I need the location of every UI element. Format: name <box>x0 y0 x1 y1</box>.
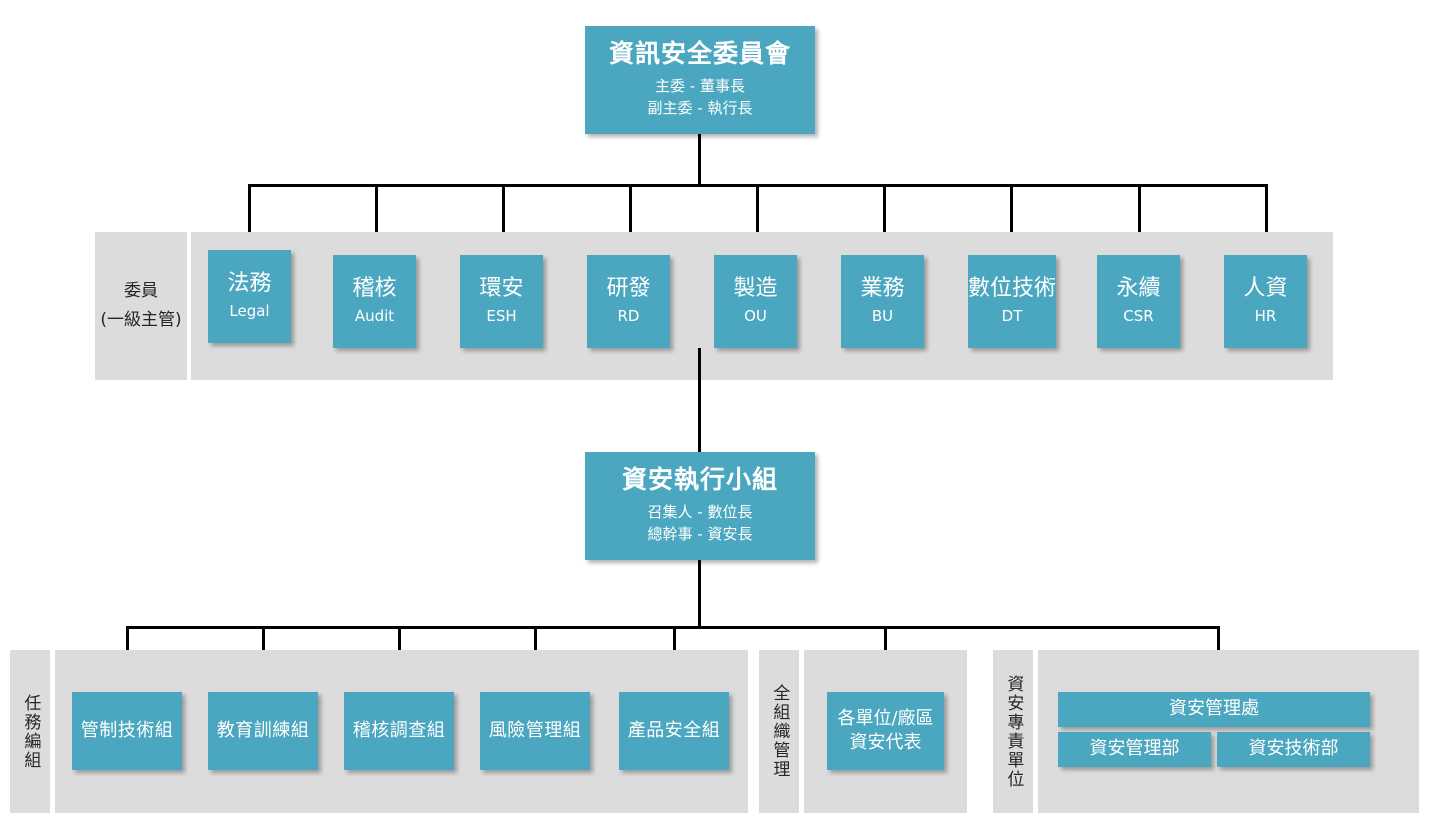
node-information-security-committee[interactable]: 資訊安全委員會 主委 - 董事長 副主委 - 執行長 <box>585 26 815 134</box>
node-security-technology-dept-label: 資安技術部 <box>1248 738 1339 760</box>
node-ou[interactable]: 製造 OU <box>714 255 797 348</box>
node-hr-en: HR <box>1254 306 1277 325</box>
node-security-management-dept-label: 資安管理部 <box>1089 738 1180 760</box>
node-ou-cn: 製造 <box>733 276 778 302</box>
node-bu[interactable]: 業務 BU <box>841 255 924 348</box>
panel-dedicated-security-unit <box>1038 650 1419 813</box>
label-committee-line-1: 委員 <box>124 281 158 302</box>
exec-role-secretary: 總幹事 - 資安長 <box>647 524 753 543</box>
label-dedicated-security-unit-text: 資安專責單位 <box>1003 674 1024 789</box>
connector-drop-csr <box>1138 184 1141 252</box>
node-audit-en: Audit <box>354 306 395 325</box>
node-audit-investigation-group-label: 稽核調查組 <box>352 719 446 741</box>
node-rd-en: RD <box>617 306 640 325</box>
connector-drop-rd <box>629 184 632 252</box>
node-esh-cn: 環安 <box>479 276 524 302</box>
node-ou-en: OU <box>744 306 767 325</box>
label-committee-members: 委員 (一級主管) <box>95 232 187 380</box>
node-dt-en: DT <box>1001 306 1023 325</box>
node-hr[interactable]: 人資 HR <box>1224 255 1307 348</box>
node-education-training-group[interactable]: 教育訓練組 <box>208 692 318 770</box>
label-committee-line-2: (一級主管) <box>100 310 182 330</box>
node-audit-investigation-group[interactable]: 稽核調查組 <box>344 692 454 770</box>
node-risk-management-group-label: 風險管理組 <box>488 719 582 741</box>
connector-committee-to-exec <box>698 348 701 452</box>
label-dedicated-security-unit: 資安專責單位 <box>993 650 1033 813</box>
node-security-technology-dept[interactable]: 資安技術部 <box>1217 732 1370 767</box>
exec-title: 資安執行小組 <box>621 465 778 495</box>
connector-drop-dt <box>1010 184 1013 252</box>
connector-drop-bu <box>883 184 886 252</box>
committee-title: 資訊安全委員會 <box>608 39 791 69</box>
node-legal[interactable]: 法務 Legal <box>208 250 291 343</box>
node-risk-management-group[interactable]: 風險管理組 <box>480 692 590 770</box>
node-legal-en: Legal <box>229 301 270 320</box>
connector-exec-to-bus <box>698 560 701 628</box>
node-bu-cn: 業務 <box>860 276 905 302</box>
node-csr[interactable]: 永續 CSR <box>1097 255 1180 348</box>
node-legal-cn: 法務 <box>227 271 272 297</box>
exec-role-convener: 召集人 - 數位長 <box>647 503 753 522</box>
node-rd-cn: 研發 <box>606 276 651 302</box>
label-org-wide-management: 全組織管理 <box>759 650 799 813</box>
node-csr-cn: 永續 <box>1116 276 1161 302</box>
node-security-management-dept[interactable]: 資安管理部 <box>1058 732 1211 767</box>
node-education-training-group-label: 教育訓練組 <box>216 719 310 741</box>
connector-drop-hr <box>1265 184 1268 252</box>
node-dt[interactable]: 數位技術 DT <box>968 255 1056 348</box>
node-hr-cn: 人資 <box>1243 276 1288 302</box>
committee-role-vice-chair: 副主委 - 執行長 <box>647 98 753 117</box>
node-dt-cn: 數位技術 <box>968 276 1057 302</box>
node-security-execution-team[interactable]: 資安執行小組 召集人 - 數位長 總幹事 - 資安長 <box>585 452 815 560</box>
node-unit-plant-security-representative[interactable]: 各單位/廠區 資安代表 <box>827 692 944 770</box>
label-task-group-text: 任務編組 <box>20 693 41 770</box>
connector-drop-legal <box>248 184 251 252</box>
node-control-technology-group-label: 管制技術組 <box>80 719 174 741</box>
label-org-wide-management-text: 全組織管理 <box>769 684 790 779</box>
connector-committee-to-bus <box>698 134 701 186</box>
node-rd[interactable]: 研發 RD <box>587 255 670 348</box>
node-product-safety-group[interactable]: 產品安全組 <box>619 692 729 770</box>
node-bu-en: BU <box>871 306 894 325</box>
node-unit-rep-line2: 資安代表 <box>849 732 922 753</box>
node-control-technology-group[interactable]: 管制技術組 <box>72 692 182 770</box>
connector-drop-esh <box>502 184 505 252</box>
connector-drop-ou <box>756 184 759 252</box>
connector-drop-audit <box>375 184 378 252</box>
committee-role-chair: 主委 - 董事長 <box>655 77 745 96</box>
node-information-security-office[interactable]: 資安管理處 <box>1058 692 1370 727</box>
node-unit-rep-line1: 各單位/廠區 <box>837 707 934 729</box>
label-task-group: 任務編組 <box>10 650 50 813</box>
node-esh-en: ESH <box>486 306 517 325</box>
node-csr-en: CSR <box>1123 306 1154 325</box>
node-esh[interactable]: 環安 ESH <box>460 255 543 348</box>
node-audit-cn: 稽核 <box>352 276 397 302</box>
node-information-security-office-label: 資安管理處 <box>1169 698 1259 720</box>
node-product-safety-group-label: 產品安全組 <box>627 719 721 741</box>
node-audit[interactable]: 稽核 Audit <box>333 255 416 348</box>
